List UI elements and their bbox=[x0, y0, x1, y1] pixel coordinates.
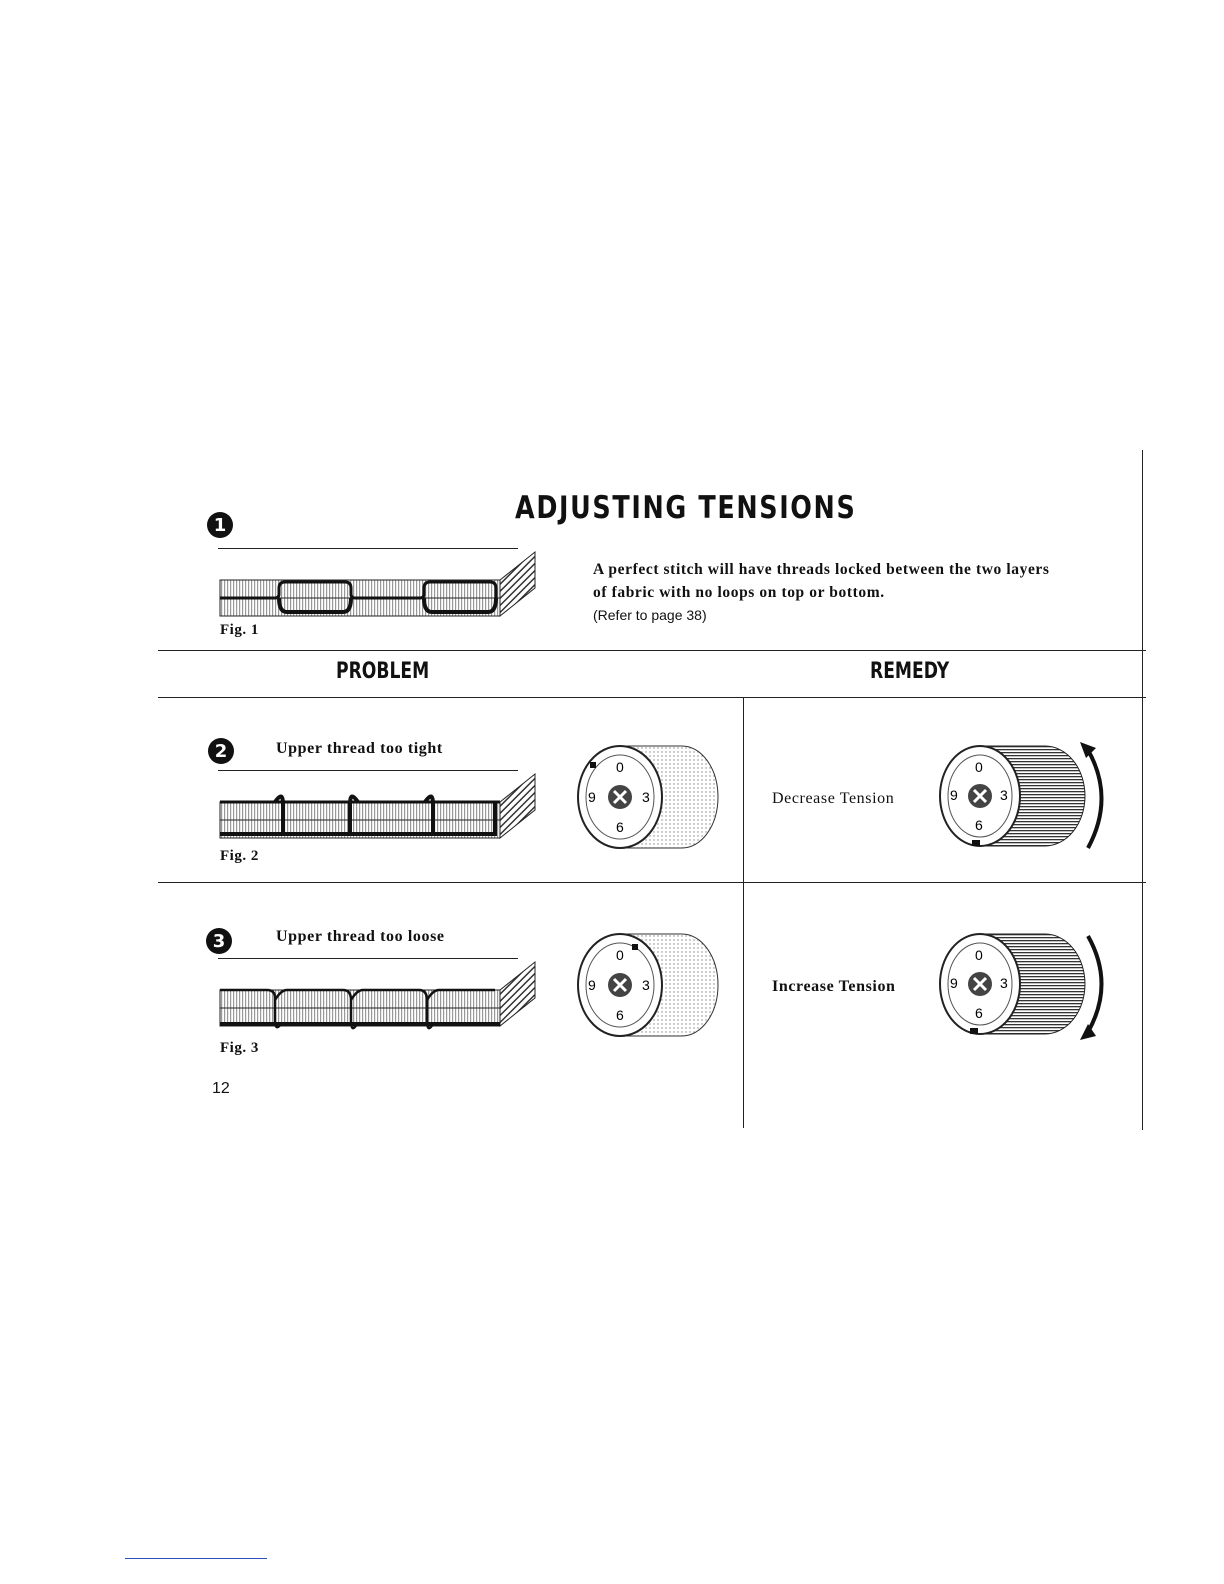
dial-label-0: 0 bbox=[975, 759, 983, 775]
dial-label-6: 6 bbox=[616, 1007, 624, 1023]
fig2-caption: Fig. 2 bbox=[220, 848, 259, 864]
dial-label-9: 9 bbox=[950, 975, 958, 991]
page-number: 12 bbox=[212, 1080, 230, 1097]
intro-paragraph: A perfect stitch will have threads locke… bbox=[593, 558, 1053, 627]
step-badge-1: 1 bbox=[207, 512, 233, 538]
dial-label-3: 3 bbox=[642, 977, 650, 993]
fig3-stitch-illustration bbox=[219, 960, 536, 1030]
dial-label-6: 6 bbox=[975, 817, 983, 833]
step-badge-2: 2 bbox=[208, 738, 234, 764]
dial-label-9: 9 bbox=[588, 789, 596, 805]
intro-reference: (Refer to page 38) bbox=[593, 607, 707, 623]
dial-label-0: 0 bbox=[975, 947, 983, 963]
remedy-label-decrease: Decrease Tension bbox=[772, 790, 895, 807]
page-title: ADJUSTING TENSIONS bbox=[515, 490, 857, 526]
fig1-caption: Fig. 1 bbox=[220, 622, 259, 638]
problem-label-tight: Upper thread too tight bbox=[276, 740, 443, 757]
fig2-top-rule bbox=[218, 770, 518, 771]
intro-text: A perfect stitch will have threads locke… bbox=[593, 561, 1050, 601]
header-bottom-rule bbox=[158, 697, 1146, 698]
table-top-rule bbox=[158, 650, 1146, 651]
fig1-stitch-illustration bbox=[219, 550, 536, 618]
dial-label-3: 3 bbox=[1000, 787, 1008, 803]
row-divider-rule bbox=[158, 882, 1146, 883]
problem-label-loose: Upper thread too loose bbox=[276, 928, 445, 945]
problem-header: PROBLEM bbox=[336, 659, 430, 684]
dial-label-6: 6 bbox=[975, 1005, 983, 1021]
dial-label-9: 9 bbox=[950, 787, 958, 803]
right-edge-rule bbox=[1142, 450, 1143, 1130]
dial-label-0: 0 bbox=[616, 759, 624, 775]
fig2-stitch-illustration bbox=[219, 772, 536, 840]
fig3-top-rule bbox=[218, 958, 518, 959]
column-divider bbox=[743, 698, 744, 1128]
tension-dial-loose-icon: 0 3 6 9 bbox=[577, 933, 719, 1037]
step-badge-3: 3 bbox=[206, 928, 232, 954]
fig3-caption: Fig. 3 bbox=[220, 1040, 259, 1056]
remedy-label-increase: Increase Tension bbox=[772, 978, 896, 995]
tension-dial-increase-icon: 0 3 6 9 bbox=[939, 933, 1104, 1040]
dial-label-3: 3 bbox=[1000, 975, 1008, 991]
tension-dial-decrease-icon: 0 3 6 9 bbox=[939, 742, 1104, 849]
dial-label-9: 9 bbox=[588, 977, 596, 993]
footer-rule bbox=[125, 1558, 267, 1559]
fig1-top-rule bbox=[218, 548, 518, 549]
dial-label-3: 3 bbox=[642, 789, 650, 805]
dial-label-6: 6 bbox=[616, 819, 624, 835]
dial-label-0: 0 bbox=[616, 947, 624, 963]
remedy-header: REMEDY bbox=[870, 659, 950, 684]
tension-dial-tight-icon: 0 3 6 9 bbox=[577, 745, 719, 849]
